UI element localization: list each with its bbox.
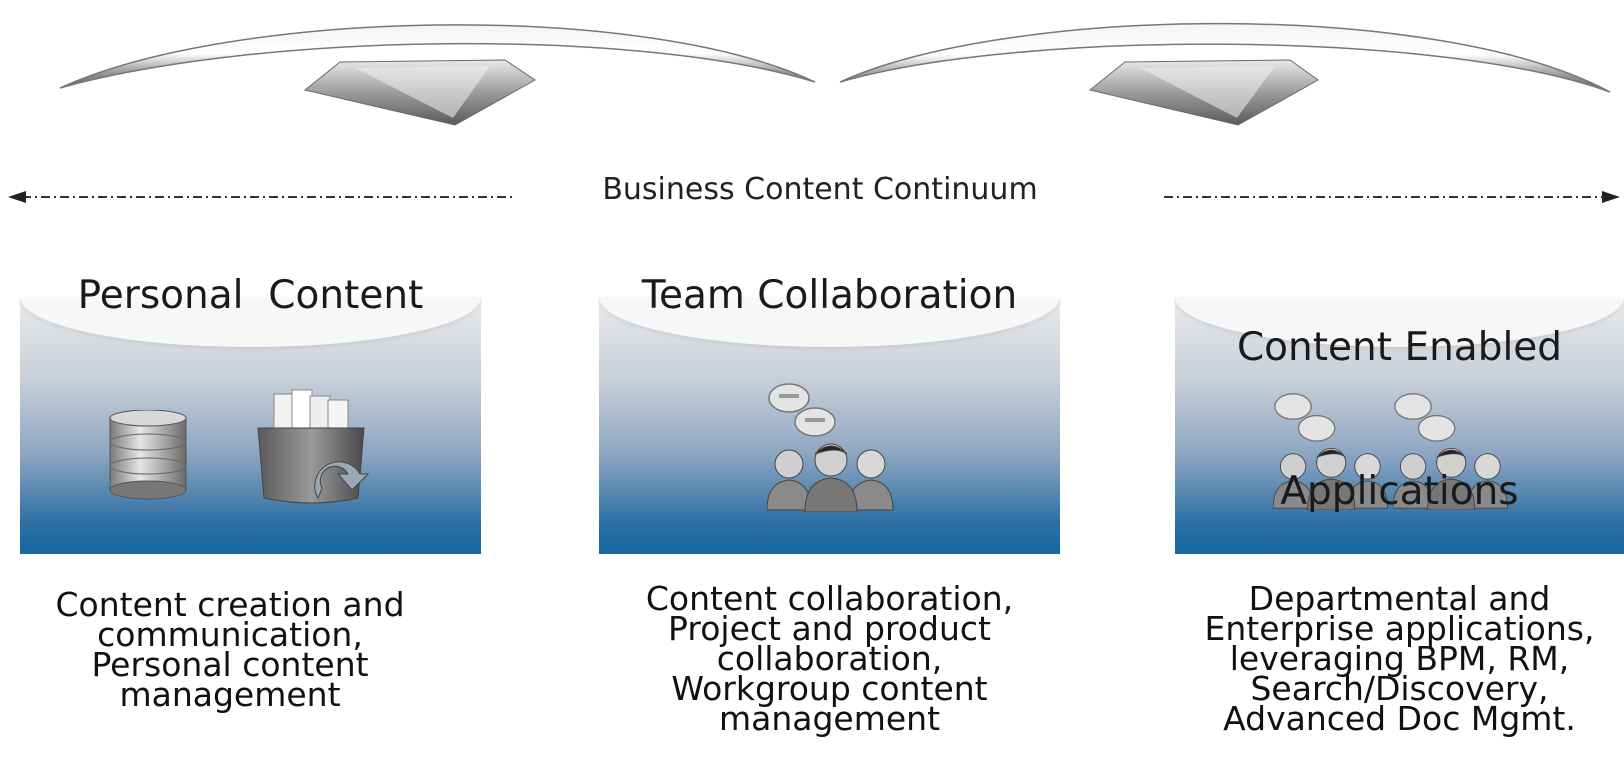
stage-title-applications: Content Enabled Applications [1175, 228, 1624, 564]
stage-description-applications: Departmental and Enterprise applications… [1175, 579, 1624, 738]
stage-title-team: Team Collaboration [641, 273, 1018, 318]
team-chat-icon [1393, 393, 1508, 510]
continuum-label: Business Content Continuum [602, 172, 1038, 207]
stage-description-personal: Content creation and communication, Pers… [20, 585, 440, 714]
arrow-right-icon [1602, 191, 1620, 203]
title-line: Content Enabled [1236, 325, 1563, 370]
description-line: Workgroup content [671, 669, 988, 708]
description-line: Search/Discovery, [1250, 669, 1549, 708]
file-archive-icon [257, 389, 370, 504]
title-line: Applications [1280, 469, 1519, 514]
team-chat-icon [767, 383, 894, 512]
description-line: Enterprise applications, [1204, 609, 1595, 648]
right-swoosh-arrow [839, 22, 1611, 126]
description-line: Departmental and [1248, 579, 1551, 618]
database-icon [109, 410, 187, 500]
description-line: Advanced Doc Mgmt. [1223, 699, 1576, 738]
left-swoosh-arrow [59, 24, 816, 126]
description-line: Content creation and [55, 585, 405, 624]
stage-description-team: Content collaboration, Project and produ… [599, 579, 1060, 738]
description-line: collaboration, [716, 639, 943, 678]
description-line: communication, [97, 615, 363, 654]
description-line: leveraging BPM, RM, [1229, 639, 1570, 678]
flow-arrows [59, 22, 1611, 126]
stage-panel-personal [20, 297, 481, 554]
stage-panel-applications [1175, 297, 1624, 554]
description-line: management [119, 675, 341, 714]
description-line: Project and product [668, 609, 991, 648]
stage-panel-team [599, 297, 1060, 554]
team-chat-icon [1273, 393, 1388, 510]
description-line: management [718, 699, 941, 738]
stage-title-personal: Personal Content [77, 273, 424, 318]
arrow-left-icon [8, 191, 26, 203]
continuum-arrow [8, 191, 1620, 203]
description-line: Content collaboration, [645, 579, 1014, 618]
description-line: Personal content [91, 645, 369, 684]
